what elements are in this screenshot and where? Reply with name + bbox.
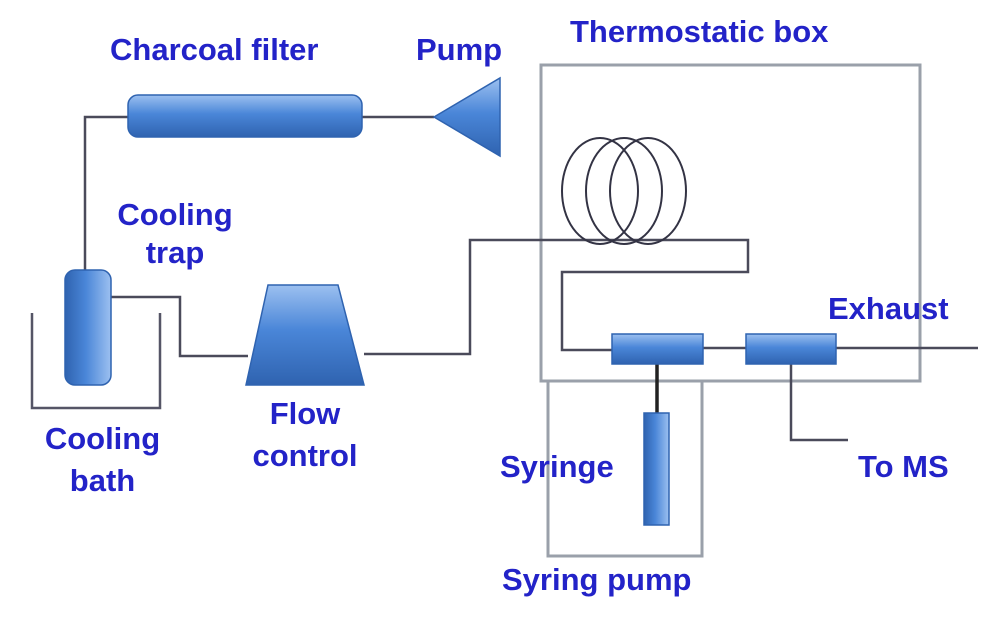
trap-to-flow-control-line <box>110 295 248 358</box>
label-cooling-trap: Cooling trap <box>95 193 255 275</box>
label-flow-control-line1: Flow <box>269 396 341 431</box>
flow-control-icon <box>245 284 365 386</box>
label-cooling-bath: Cooling bath <box>20 417 185 503</box>
label-flow-control-line2: control <box>252 438 358 473</box>
label-thermostatic-box: Thermostatic box <box>570 14 829 49</box>
label-exhaust: Exhaust <box>828 291 949 326</box>
label-cooling-trap-line2: trap <box>145 235 205 270</box>
mixing-tee-icon <box>611 333 704 365</box>
trap-to-filter-line <box>83 115 130 270</box>
label-charcoal-filter: Charcoal filter <box>110 32 319 67</box>
label-syringe: Syringe <box>500 449 614 484</box>
label-flow-control: Flow control <box>220 392 390 478</box>
label-syringe-pump: Syring pump <box>502 562 692 597</box>
to-ms-line <box>789 356 848 442</box>
splitter-tee-icon <box>745 333 837 365</box>
tubing-lines <box>83 115 978 442</box>
syringe-pump-outline <box>546 381 704 558</box>
charcoal-filter-icon <box>127 94 363 138</box>
label-cooling-trap-line1: Cooling <box>117 197 233 232</box>
label-to-ms: To MS <box>858 449 949 484</box>
label-cooling-bath-line2: bath <box>69 463 136 498</box>
flow-control-to-coil-line <box>364 238 750 356</box>
pump-icon <box>432 76 501 158</box>
label-cooling-bath-line1: Cooling <box>44 421 161 456</box>
cooling-bath-outline <box>30 313 162 410</box>
thermostatic-box-outline <box>539 63 922 383</box>
cooling-trap-icon <box>64 269 112 386</box>
coil-icon <box>561 137 687 245</box>
label-pump: Pump <box>416 32 503 67</box>
syringe-icon <box>643 412 670 526</box>
